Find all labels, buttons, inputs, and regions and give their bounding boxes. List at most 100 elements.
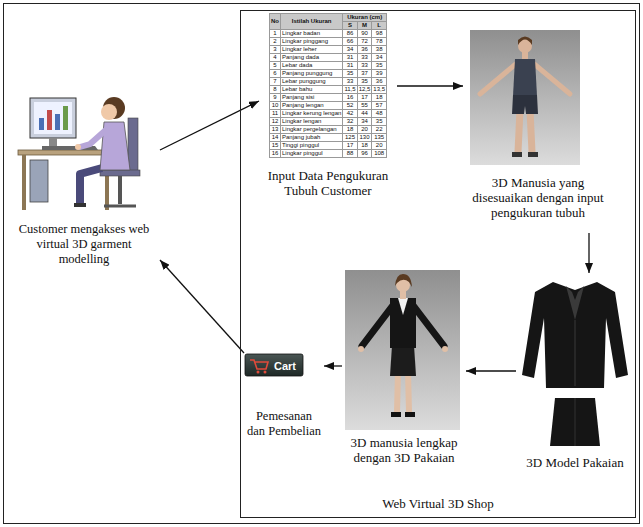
computer-user-illustration [80, 128, 108, 147]
dressed-human-figure [345, 270, 460, 430]
human-3d-figure [480, 63, 517, 94]
table-cell: Istilah Ukuran [281, 14, 343, 30]
flow-arrow [324, 365, 342, 366]
human-3d-figure [513, 59, 537, 96]
computer-user-illustration [118, 176, 122, 204]
computer-user-illustration [104, 205, 136, 208]
human-3d-figure [522, 52, 528, 60]
human-3d-figure [470, 30, 580, 165]
table-row: 14Panjang jubah125130135 [270, 134, 387, 142]
computer-user-illustration [47, 110, 52, 130]
table-cell: Panjang punggung [281, 70, 343, 78]
table-cell: 37 [357, 70, 372, 78]
dressed-human-figure [398, 298, 408, 315]
table-row: 7Lebar punggung333536 [270, 78, 387, 86]
computer-user-illustration [30, 160, 48, 202]
computer-user-illustration [100, 170, 140, 176]
table-cell: Panjang sisi [281, 94, 343, 102]
table-cell: No [270, 14, 281, 30]
table-cell: 17 [357, 94, 372, 102]
table-cell: 55 [357, 102, 372, 110]
table-cell: 18 [357, 142, 372, 150]
human-3d-figure [470, 30, 580, 165]
table-cell: 7 [270, 78, 281, 86]
table-cell: 35 [357, 78, 372, 86]
outer-frame [4, 4, 640, 524]
table-cell: 52 [343, 102, 357, 110]
flow-arrow [397, 85, 463, 86]
table-cell: 38 [372, 46, 387, 54]
table-cell: Lingkar pinggang [281, 38, 343, 46]
table-cell: 88 [343, 150, 357, 158]
dressed-human-figure [391, 412, 401, 417]
table-cell: 108 [372, 150, 387, 158]
table-row: 4Panjang dada313334 [270, 54, 387, 62]
table-cell: 18 [343, 126, 357, 134]
table-cell: 8 [270, 86, 281, 94]
jacket-model [522, 282, 628, 388]
table-cell: 16 [343, 94, 357, 102]
table-row: 1Lingkar badan869098 [270, 30, 387, 38]
table-cell: Lingkar pergelangan [281, 126, 343, 134]
table-cell: 35 [372, 118, 387, 126]
table-cell: 86 [343, 30, 357, 38]
table-cell: 20 [357, 126, 372, 134]
caption-text: Pemesanan dan Pembelian [244, 409, 324, 439]
table-cell: 31 [343, 62, 357, 70]
caption-text: 3D Manusia yang disesuaikan dengan input… [463, 175, 613, 220]
dressed-human-figure [408, 372, 409, 412]
human-3d-figure [530, 110, 532, 152]
table-cell: 16 [270, 150, 281, 158]
cart-button [264, 371, 267, 374]
table-row: 8Lebar bahu11,512,513,5 [270, 86, 387, 94]
table-cell: 34 [357, 118, 372, 126]
flow-arrow [160, 260, 244, 353]
table-cell: 1 [270, 30, 281, 38]
computer-user-illustration [18, 97, 140, 210]
computer-user-illustration [30, 98, 76, 138]
table-cell: 33 [357, 62, 372, 70]
table-cell: 13 [270, 126, 281, 134]
table-cell: 35 [343, 70, 357, 78]
table-cell: Lebar bahu [281, 86, 343, 94]
table-cell: 18 [372, 94, 387, 102]
computer-user-illustration [80, 168, 102, 204]
table-cell: 35 [372, 62, 387, 70]
skirt-model [550, 398, 600, 446]
table-row: 6Panjang punggung353739 [270, 70, 387, 78]
table-row: 16Lingkar pinggul8896108 [270, 150, 387, 158]
table-cell: 4 [270, 54, 281, 62]
computer-user-illustration [49, 138, 57, 146]
computer-user-illustration [63, 106, 68, 130]
jacket-model [522, 282, 628, 388]
dressed-human-figure [390, 345, 416, 376]
table-cell: 57 [372, 102, 387, 110]
table-cell: 6 [270, 70, 281, 78]
process-box: 3D manusia lengkap dengan 3D Pakaian [342, 269, 466, 465]
dressed-human-figure [358, 346, 364, 352]
dressed-human-figure [442, 346, 448, 352]
computer-user-illustration [39, 118, 44, 130]
panel-title: Web Virtual 3D Shop [241, 496, 635, 511]
table-cell: 42 [343, 110, 357, 118]
table-cell: Panjang lengan [281, 102, 343, 110]
table-row: 5Lebar dada313335 [270, 62, 387, 70]
table-cell: 11,5 [343, 86, 357, 94]
table-cell: Lingkar kerung lengan [281, 110, 343, 118]
table-cell: 36 [372, 78, 387, 86]
table-cell: 78 [372, 38, 387, 46]
skirt-model [550, 398, 600, 446]
cart-button [250, 360, 268, 369]
table-cell: Tinggi pinggul [281, 142, 343, 150]
computer-user-illustration [74, 203, 86, 207]
table-cell: 72 [357, 38, 372, 46]
computer-user-illustration [18, 150, 113, 155]
table-row: 9Panjang sisi161718 [270, 94, 387, 102]
process-box: 3D Manusia yang disesuaikan dengan input… [463, 25, 613, 233]
dressed-human-figure [395, 274, 412, 287]
dressed-human-figure [345, 270, 460, 430]
jacket-model [575, 320, 576, 386]
human-3d-figure [528, 152, 538, 157]
computer-user-illustration [34, 102, 72, 134]
